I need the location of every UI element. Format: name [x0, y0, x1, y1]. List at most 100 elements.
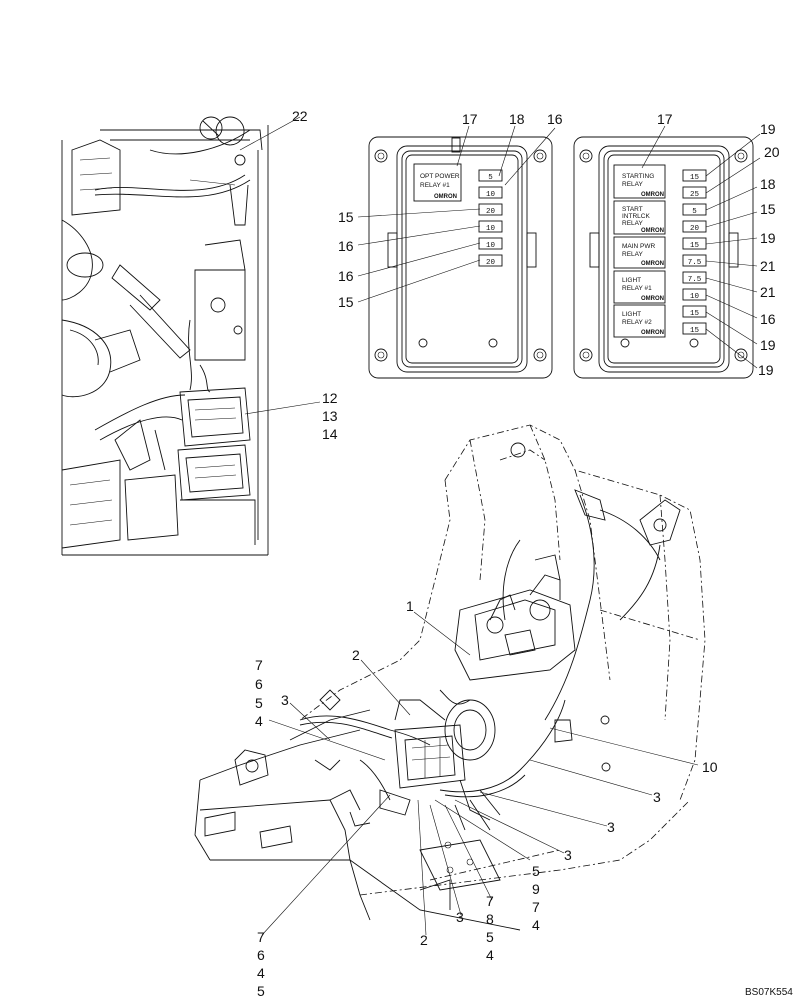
fuse-value: 10	[486, 242, 496, 250]
relay-label-line2: RELAY	[622, 181, 643, 188]
callout-label: 3	[653, 789, 661, 805]
relay-label-line3: RELAY	[622, 220, 643, 227]
callout-label: 5	[532, 863, 540, 879]
fuse-value: 15	[690, 174, 700, 182]
callout-label: 4	[486, 947, 494, 963]
callout-label: 5	[257, 983, 265, 999]
fuse-box-left: OPT POWER RELAY #1 OMRON 5 10 20 10 10 2…	[357, 125, 556, 379]
callout-label: 12	[322, 390, 338, 406]
callout-label: 19	[760, 337, 776, 353]
callout-label: 19	[760, 121, 776, 137]
relay-brand: OMRON	[641, 192, 664, 198]
callout-label: 5	[486, 929, 494, 945]
callout-label: 6	[257, 947, 265, 963]
callout-label: 16	[547, 111, 563, 127]
callout-label: 21	[760, 258, 776, 274]
callout-label: 3	[564, 847, 572, 863]
callout-label: 18	[509, 111, 525, 127]
relay-module-lower	[177, 444, 251, 501]
fuse-value: 5	[692, 208, 697, 216]
callout-label: 6	[255, 676, 263, 692]
fuse-value: 10	[486, 191, 496, 199]
fuse-value: 10	[486, 225, 496, 233]
fuse-value: 7.5	[688, 259, 702, 267]
relay-brand: OMRON	[641, 330, 664, 336]
callout-label: 16	[338, 238, 354, 254]
relay-label-line1: OPT POWER	[420, 173, 460, 180]
relay-brand: OMRON	[434, 194, 457, 200]
fuse-value: 15	[690, 310, 700, 318]
fuse-value: 20	[486, 208, 496, 216]
callout-label: 20	[764, 144, 780, 160]
callout-label: 7	[486, 893, 494, 909]
relay-light-2: LIGHT RELAY #2 OMRON	[613, 304, 666, 338]
callout-label: 3	[607, 819, 615, 835]
fuse-value: 20	[486, 259, 496, 267]
callout-label: 1	[406, 598, 414, 614]
relay-label-line2: RELAY #1	[622, 285, 652, 292]
relay-label-line1: START	[622, 206, 643, 213]
callout-label: 10	[702, 759, 718, 775]
callout-label: 7	[257, 929, 265, 945]
relay-brand: OMRON	[641, 296, 664, 302]
callout-label: 15	[338, 294, 354, 310]
callout-label: 2	[420, 932, 428, 948]
callout-label: 15	[338, 209, 354, 225]
callout-label: 8	[486, 911, 494, 927]
fuse-value: 7.5	[688, 276, 702, 284]
relay-opt-power-1: OPT POWER RELAY #1 OMRON	[413, 163, 462, 202]
relay-brand: OMRON	[641, 228, 664, 234]
callout-label: 7	[532, 899, 540, 915]
fuse-value: 15	[690, 327, 700, 335]
detail-view	[61, 116, 269, 556]
callout-label: 17	[462, 111, 478, 127]
callout-label: 14	[322, 426, 338, 442]
fuse-value: 10	[690, 293, 700, 301]
callout-label: 19	[760, 230, 776, 246]
relay-label-line2: RELAY #2	[622, 319, 652, 326]
relay-starting: STARTING RELAY OMRON	[613, 164, 666, 199]
callout-label: 17	[657, 111, 673, 127]
callout-label: 3	[281, 692, 289, 708]
relay-label-line1: STARTING	[622, 173, 654, 180]
callout-label: 16	[338, 268, 354, 284]
fuse-value: 5	[488, 174, 493, 182]
callout-label: 13	[322, 408, 338, 424]
callout-label: 21	[760, 284, 776, 300]
relay-label-line2: INTRLCK	[622, 213, 650, 220]
callout-label: 4	[257, 965, 265, 981]
fuse-box-right: STARTING RELAY OMRON START INTRLCK RELAY…	[573, 125, 761, 379]
relay-label-line1: LIGHT	[622, 311, 641, 318]
relay-label-line1: MAIN PWR	[622, 243, 656, 250]
relay-label-line1: LIGHT	[622, 277, 641, 284]
relay-start-interlock: START INTRLCK RELAY OMRON	[613, 200, 666, 235]
callout-label: 7	[255, 657, 263, 673]
callout-label: 2	[352, 647, 360, 663]
callout-label: 4	[532, 917, 540, 933]
relay-label-line2: RELAY	[622, 251, 643, 258]
document-code: BS07K554	[745, 987, 793, 998]
callout-label: 3	[456, 909, 464, 925]
machine-view	[189, 116, 706, 936]
callout-label: 15	[760, 201, 776, 217]
callout-label: 19	[758, 362, 774, 378]
callout-label: 9	[532, 881, 540, 897]
fuse-column-right: 15 25 5 20 15 7.5 7.5 10 15 15	[682, 169, 707, 335]
callout-label: 4	[255, 713, 263, 729]
callout-label: 18	[760, 176, 776, 192]
fuse-column-left: 5 10 20 10 10 20	[478, 169, 503, 267]
callout-label: 16	[760, 311, 776, 327]
relay-module-upper	[179, 387, 251, 447]
fuse-value: 25	[690, 191, 700, 199]
relay-main-power: MAIN PWR RELAY OMRON	[613, 236, 666, 269]
relay-light-1: LIGHT RELAY #1 OMRON	[613, 270, 666, 304]
callout-label: 5	[255, 695, 263, 711]
fuse-value: 15	[690, 242, 700, 250]
callouts: 22 12 13 14 17 18 16 15 16 16 15 17 19 2…	[255, 108, 780, 999]
relay-brand: OMRON	[641, 261, 664, 267]
relay-label-line2: RELAY #1	[420, 182, 450, 189]
callout-label: 22	[292, 108, 308, 124]
fuse-value: 20	[690, 225, 700, 233]
